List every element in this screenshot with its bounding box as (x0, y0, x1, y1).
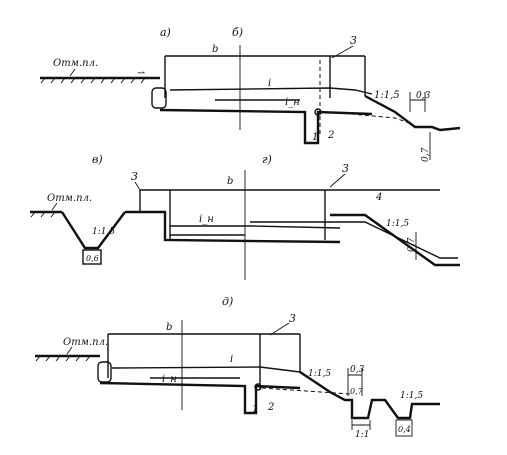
width-dimension-a (164, 55, 366, 98)
label-a: а) (160, 26, 171, 39)
ramp-g (330, 213, 460, 267)
callout-4-g: 4 (375, 192, 382, 203)
ramp-ratio-d: 1:1,5 (308, 369, 331, 379)
ground-hatch-d (35, 355, 91, 362)
slope-i-d: i (230, 354, 233, 365)
callout-2-a: 2 (327, 130, 334, 141)
drain-node-a (314, 108, 322, 116)
flow-arrow-a: ⇀ (137, 68, 146, 79)
ramp-ratio-d-2: 1:1,5 (400, 391, 423, 401)
ramp-a (364, 94, 461, 132)
callout-3-leader-d (269, 322, 290, 336)
depth-03-a: 0,3 (416, 91, 431, 101)
drain-line-d (261, 387, 351, 395)
slope-in-a: i_н (285, 97, 300, 108)
profile-a-b: а) б) Отм.пл. b 3 ⇀ i i_н 1 2 1:1,5 0,3 … (40, 26, 461, 162)
width-label-v: b (227, 176, 233, 187)
depth-07-a: 0,7 (421, 147, 431, 162)
surface-v (170, 225, 341, 229)
callout-3-d: 3 (289, 312, 296, 325)
ground-level-label-v: Отм.пл. (47, 193, 92, 204)
callout-3-g: 3 (342, 162, 349, 175)
pipe-a (151, 87, 167, 109)
width-dimension-v (139, 189, 440, 240)
depth-07-d: 0,7 (350, 387, 364, 396)
ditch-v (60, 211, 126, 250)
callout-3-leader-v (134, 181, 141, 191)
pipe-box-d (395, 419, 413, 437)
ditch-ratio-d: 1:1 (355, 430, 369, 440)
pipe-size-v: 0,6 (86, 254, 99, 263)
depth-box-a (409, 92, 426, 112)
ground-leader-a (69, 68, 76, 77)
ramp-ratio-g: 1:1,5 (386, 219, 409, 229)
drain-bed-g (250, 221, 458, 259)
ramp-ratio-a: 1:1,5 (374, 90, 400, 101)
depth-box-d (347, 368, 363, 396)
ground-leader-d (66, 346, 73, 355)
ground-level-label-a: Отм.пл. (53, 58, 98, 69)
subgrade-v (125, 210, 341, 244)
label-g: г) (262, 153, 272, 166)
subgrade-a (159, 108, 373, 145)
label-d: д) (222, 295, 233, 308)
callout-3-v: 3 (131, 170, 138, 183)
width-label-d: b (166, 322, 172, 333)
slope-i-a: i (268, 78, 271, 89)
pipe-v (82, 249, 102, 265)
callout-1-d: 1 (252, 404, 258, 415)
ramp-d (299, 371, 440, 420)
depth-03-d: 0,3 (350, 365, 365, 375)
surface-d (111, 366, 301, 373)
subgrade-d (99, 381, 301, 415)
ground-hatch-v (30, 211, 56, 218)
callout-1-a: 1 (312, 132, 318, 143)
profile-d: д) Отм.пл. b 3 i i_н 1 2 1:1,5 1:1,5 0,3… (35, 295, 440, 440)
drain-node-d (254, 383, 262, 391)
ground-hatch-a (40, 77, 146, 84)
pipe-size-d: 0,4 (398, 425, 411, 434)
surface-a (169, 87, 373, 95)
pipe-d (97, 361, 112, 383)
ground-leader-v (51, 202, 58, 211)
label-v: в) (92, 153, 103, 166)
slope-in-v: i_н (199, 214, 214, 225)
callout-3-a: 3 (350, 34, 357, 47)
ground-level-label-d: Отм.пл. (63, 337, 108, 348)
ditch-dim-d (351, 420, 371, 430)
slope-in-d: i_н (162, 374, 177, 385)
ramp-ratio-v: 1:1,5 (92, 227, 115, 237)
depth-07-g: 0,7 (407, 237, 417, 252)
callout-3-leader-g (329, 173, 346, 188)
label-b: б) (232, 26, 243, 39)
width-dimension-d (107, 333, 301, 390)
width-label-a: b (212, 44, 218, 55)
profile-v-g: в) г) Отм.пл. 3 3 b 0,6 1:1,5 i_н 1:1,5 … (30, 153, 460, 280)
callout-2-d: 2 (267, 402, 274, 413)
drain-line-a (329, 111, 413, 125)
